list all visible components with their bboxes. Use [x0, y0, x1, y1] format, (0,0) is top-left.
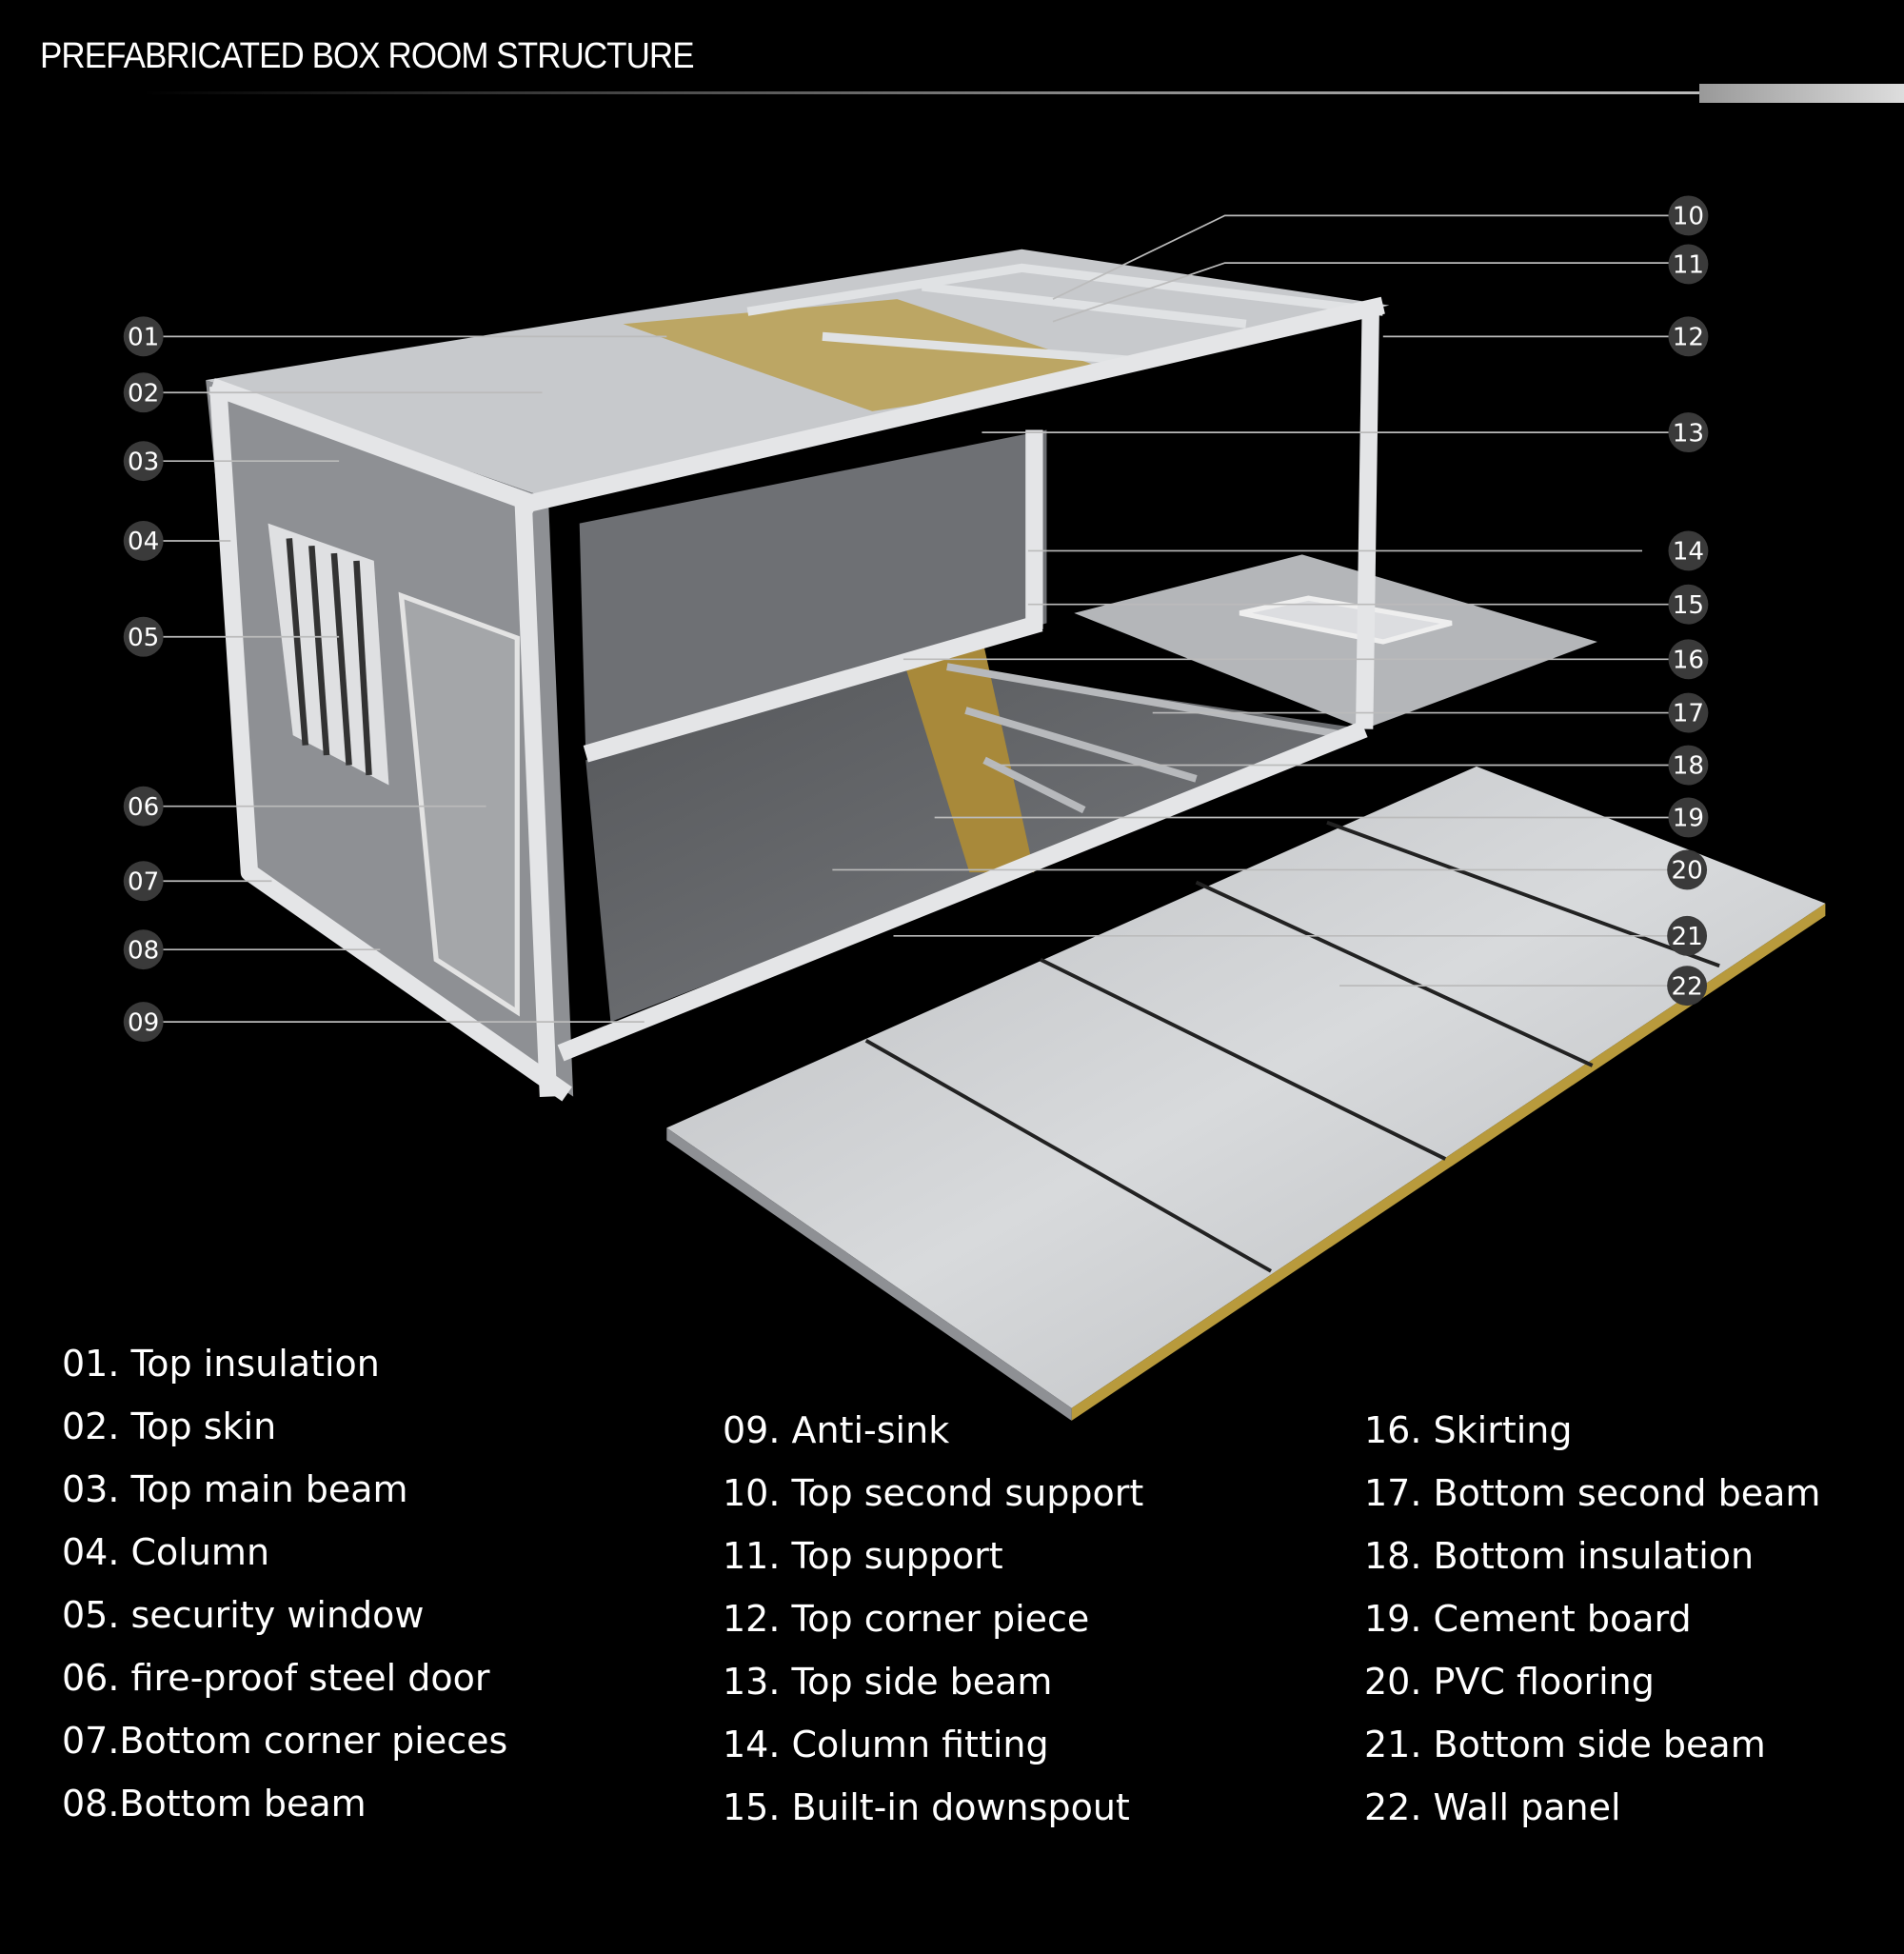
legend-item: 15. Built-in downspout	[723, 1786, 1130, 1828]
callout-circle	[1668, 530, 1709, 571]
callout-number: 05	[128, 624, 159, 652]
callout-number: 18	[1673, 752, 1704, 781]
callout-badge-16: 16	[1668, 639, 1709, 680]
callout-number: 16	[1673, 646, 1704, 674]
legend-item: 16. Skirting	[1364, 1409, 1573, 1451]
page-title: PREFABRICATED BOX ROOM STRUCTURE	[40, 36, 695, 76]
callout-number: 21	[1671, 923, 1702, 951]
callout-badge-22: 22	[1667, 966, 1708, 1007]
legend-item: 08.Bottom beam	[62, 1783, 367, 1824]
callout-badge-21: 21	[1667, 915, 1708, 956]
callout-circle	[1668, 584, 1709, 625]
callout-badges: 01 02 03 04 05 06 07 08 09 10 11 12 13 14 15 16 17 18 19 20…	[123, 195, 1709, 1043]
callout-number: 11	[1673, 251, 1704, 280]
callout-number: 07	[128, 867, 159, 896]
callout-number: 06	[128, 793, 159, 822]
callout-number: 20	[1671, 857, 1702, 886]
callout-circle	[1667, 966, 1708, 1007]
legend-item: 19. Cement board	[1364, 1598, 1692, 1640]
callout-badge-11: 11	[1668, 244, 1709, 285]
callout-badge-04: 04	[123, 521, 164, 561]
callout-number: 01	[128, 324, 159, 352]
callout-badge-20: 20	[1667, 849, 1708, 890]
callout-circle	[1668, 639, 1709, 680]
callout-badge-02: 02	[123, 372, 164, 413]
legend-item: 05. security window	[62, 1594, 425, 1636]
callout-badge-05: 05	[123, 616, 164, 657]
callout-badge-06: 06	[123, 786, 164, 827]
callout-circle	[1668, 692, 1709, 733]
legend-item: 13. Top side beam	[723, 1661, 1053, 1703]
callout-number: 10	[1673, 203, 1704, 231]
side-panel	[1074, 554, 1597, 729]
callout-badge-14: 14	[1668, 530, 1709, 571]
callout-number: 12	[1673, 324, 1704, 352]
callout-circle	[1667, 849, 1708, 890]
callout-number: 08	[128, 936, 159, 965]
legend-item: 03. Top main beam	[62, 1468, 408, 1510]
callout-circle	[1668, 745, 1709, 786]
callout-circle	[123, 1002, 164, 1043]
callout-circle	[1668, 316, 1709, 357]
callout-badge-18: 18	[1668, 745, 1709, 786]
callout-number: 19	[1673, 805, 1704, 833]
callout-lines	[162, 214, 1670, 1023]
callout-number: 02	[128, 379, 159, 408]
callout-number: 09	[128, 1008, 159, 1037]
callout-number: 17	[1673, 700, 1704, 728]
callout-circle	[123, 316, 164, 357]
callout-circle	[123, 861, 164, 902]
legend-item: 18. Bottom insulation	[1364, 1535, 1755, 1577]
callout-badge-03: 03	[123, 441, 164, 482]
callout-circle	[123, 616, 164, 657]
callout-badge-15: 15	[1668, 584, 1709, 625]
legend-item: 11. Top support	[723, 1535, 1003, 1577]
legend-item: 20. PVC flooring	[1364, 1661, 1655, 1703]
callout-badge-07: 07	[123, 861, 164, 902]
callout-number: 13	[1673, 419, 1704, 448]
callout-badge-19: 19	[1668, 797, 1709, 838]
legend-item: 14. Column fitting	[723, 1724, 1049, 1765]
callout-number: 03	[128, 448, 159, 476]
callout-circle	[123, 372, 164, 413]
callout-badge-13: 13	[1668, 412, 1709, 453]
callout-circle	[1668, 797, 1709, 838]
callout-badge-08: 08	[123, 929, 164, 970]
legend-item: 10. Top second support	[723, 1472, 1144, 1514]
callout-circle	[123, 786, 164, 827]
legend-item: 07.Bottom corner pieces	[62, 1720, 508, 1762]
callout-badge-12: 12	[1668, 316, 1709, 357]
callout-number: 15	[1673, 591, 1704, 620]
callout-number: 14	[1673, 538, 1704, 567]
header-divider-accent	[1699, 84, 1904, 103]
legend-item: 12. Top corner piece	[723, 1598, 1090, 1640]
callout-circle	[1668, 412, 1709, 453]
callout-circle	[123, 521, 164, 561]
callout-circle	[123, 929, 164, 970]
legend-item: 09. Anti-sink	[723, 1409, 950, 1451]
callout-badge-17: 17	[1668, 692, 1709, 733]
callout-number: 22	[1671, 972, 1702, 1001]
legend-item: 21. Bottom side beam	[1364, 1724, 1766, 1765]
legend-item: 01. Top insulation	[62, 1343, 380, 1385]
callout-badge-10: 10	[1668, 195, 1709, 236]
callout-circle	[1667, 915, 1708, 956]
callout-number: 04	[128, 528, 159, 556]
legend-item: 02. Top skin	[62, 1406, 277, 1447]
callout-circle	[1668, 195, 1709, 236]
callout-badge-09: 09	[123, 1002, 164, 1043]
legend-item: 17. Bottom second beam	[1364, 1472, 1821, 1514]
legend-item: 04. Column	[62, 1531, 270, 1573]
callout-circle	[1668, 244, 1709, 285]
legend-item: 06. fire-proof steel door	[62, 1657, 490, 1699]
wall-panels	[666, 766, 1826, 1421]
header-divider	[143, 91, 1704, 94]
legend-item: 22. Wall panel	[1364, 1786, 1621, 1828]
callout-circle	[123, 441, 164, 482]
callout-badge-01: 01	[123, 316, 164, 357]
